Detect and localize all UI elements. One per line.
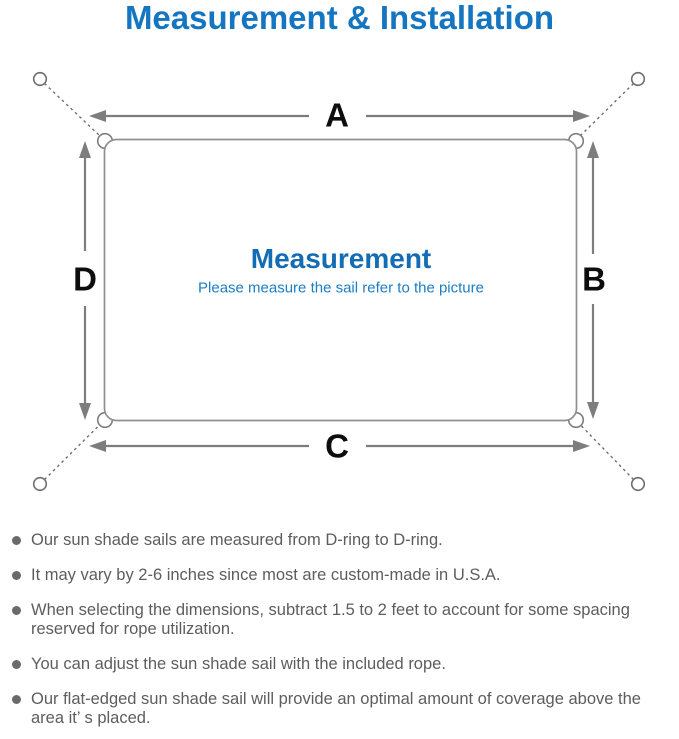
notes-list: Our sun shade sails are measured from D-…	[10, 531, 672, 739]
dimension-label-b: B	[582, 260, 606, 298]
dimension-arrow-c	[89, 440, 590, 452]
note-item: You can adjust the sun shade sail with t…	[10, 655, 672, 674]
measurement-heading: Measurement	[250, 243, 432, 274]
page-title: Measurement & Installation	[124, 0, 555, 36]
note-item: When selecting the dimensions, subtract …	[10, 601, 672, 639]
measurement-subtitle: Please measure the sail refer to the pic…	[198, 279, 484, 297]
bullet-icon	[12, 536, 21, 545]
bullet-icon	[12, 660, 21, 669]
dimension-label-d: D	[73, 260, 97, 298]
note-text: You can adjust the sun shade sail with t…	[31, 655, 446, 673]
dimension-label-c: C	[325, 427, 349, 465]
note-text: Our sun shade sails are measured from D-…	[31, 531, 443, 549]
bullet-icon	[12, 695, 21, 704]
dimension-arrow-d	[79, 141, 91, 420]
anchor-ring-icon-bottom-left	[32, 476, 48, 492]
note-item: Our sun shade sails are measured from D-…	[10, 531, 672, 550]
sail-measurement-diagram	[32, 71, 646, 492]
dimension-arrows	[79, 110, 599, 452]
anchor-ring-icon-bottom-right	[630, 476, 646, 492]
tether-line-top-right	[579, 83, 634, 137]
note-text: It may vary by 2-6 inches since most are…	[31, 566, 501, 584]
tether-line-bottom-left	[44, 424, 101, 480]
tether-lines	[44, 82, 635, 480]
tether-line-top-left	[44, 82, 101, 137]
dimension-arrow-a	[89, 110, 590, 122]
bullet-icon	[12, 606, 21, 615]
note-item: Our flat-edged sun shade sail will provi…	[10, 690, 672, 728]
note-text: When selecting the dimensions, subtract …	[31, 601, 630, 638]
anchor-rings	[32, 71, 646, 492]
sail-outline	[103, 138, 578, 422]
anchor-ring-icon-top-right	[630, 71, 646, 87]
note-text: Our flat-edged sun shade sail will provi…	[31, 690, 641, 727]
anchor-ring-icon-top-left	[32, 71, 48, 87]
tether-line-bottom-right	[579, 424, 635, 480]
note-item: It may vary by 2-6 inches since most are…	[10, 566, 672, 585]
dimension-arrow-b	[587, 141, 599, 419]
dimension-label-a: A	[325, 96, 349, 134]
bullet-icon	[12, 571, 21, 580]
